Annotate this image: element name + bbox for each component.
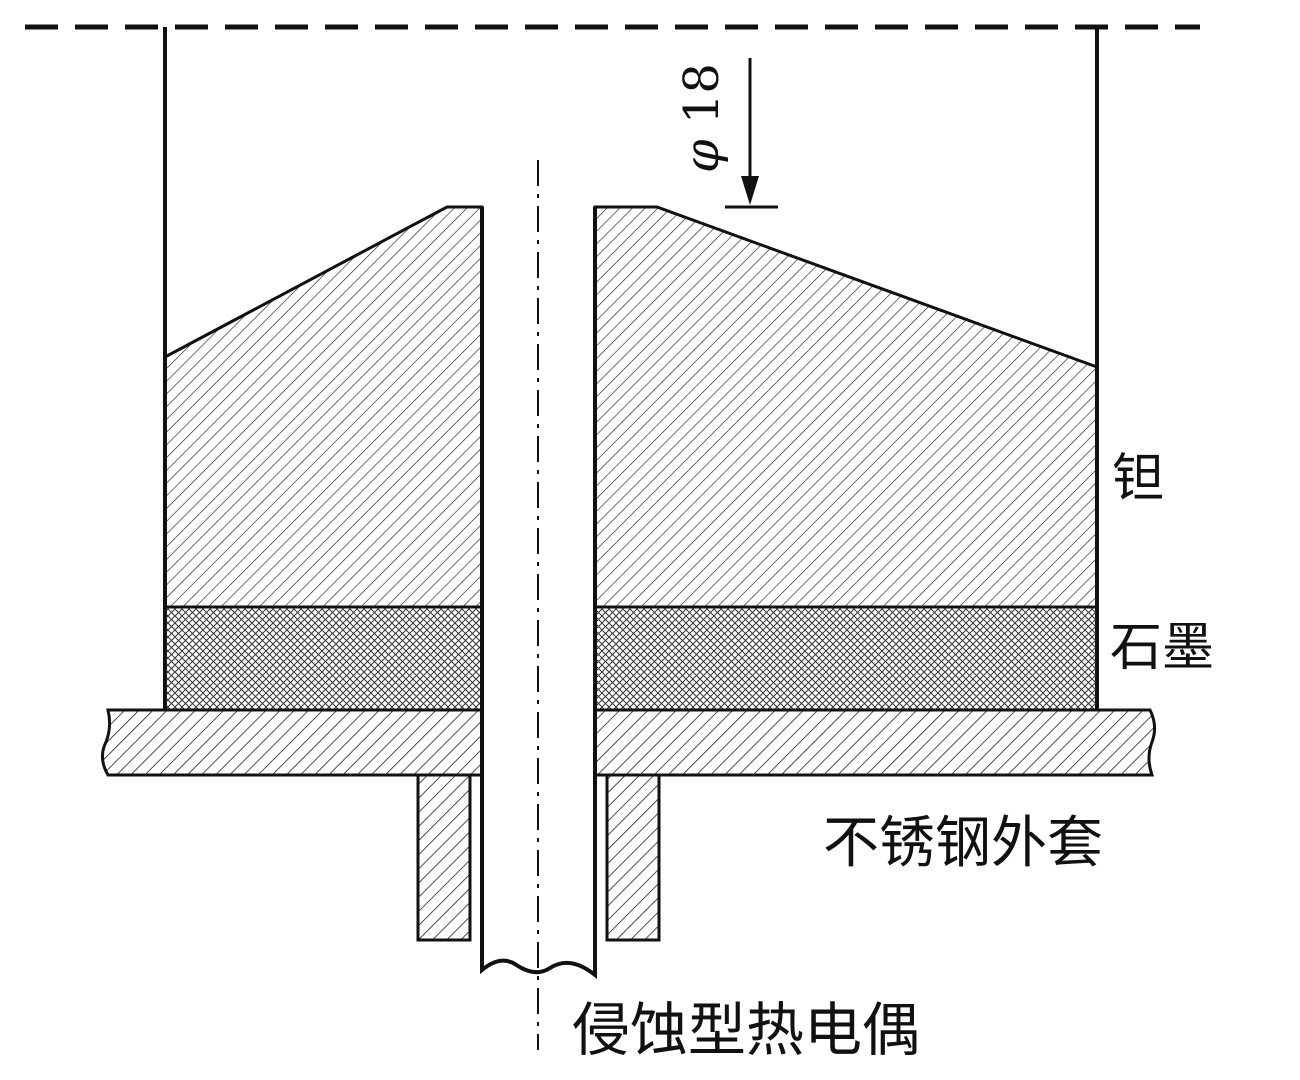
graphite-right-layer — [594, 606, 1098, 711]
thermocouple-label: 侵蚀型热电偶 — [572, 996, 921, 1064]
graphite-label: 石墨 — [1110, 618, 1215, 678]
steel-sleeve-right-leg — [605, 773, 661, 942]
steel-plate-left — [101, 708, 484, 777]
diameter-value: 18 — [674, 63, 730, 125]
diameter-label: φ 18 — [674, 63, 730, 173]
steel-sleeve-left-leg — [416, 773, 472, 942]
tantalum-label: 钽 — [1112, 449, 1165, 509]
stainless-sleeve-label: 不锈钢外套 — [823, 811, 1103, 876]
dimension-arrowhead — [741, 176, 759, 205]
steel-plate-right — [593, 708, 1157, 777]
diameter-symbol: φ — [674, 139, 730, 173]
graphite-left-layer — [164, 606, 483, 711]
tantalum-left-block — [163, 205, 484, 609]
tantalum-right-block — [593, 205, 1099, 609]
